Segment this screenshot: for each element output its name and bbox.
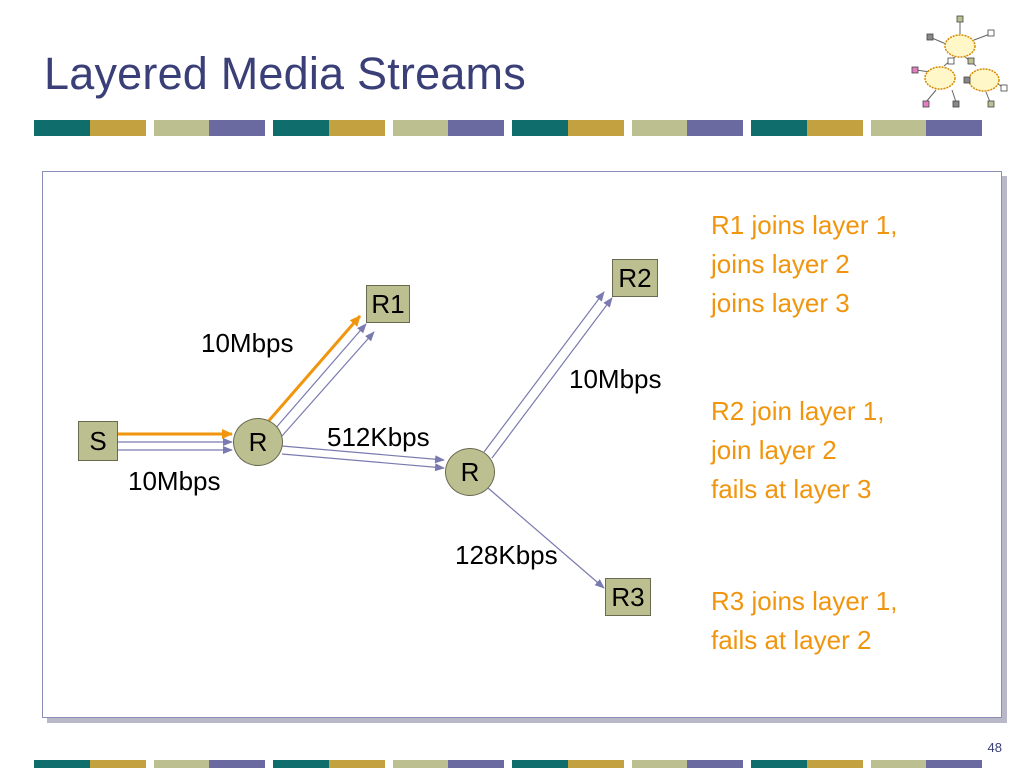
note-r2-line: fails at layer 3: [711, 474, 872, 504]
link-r-r-layer2: [281, 453, 445, 472]
slide-title: Layered Media Streams: [44, 48, 526, 99]
note-r1-line: joins layer 3: [711, 288, 850, 318]
receiver-r1-node: R1: [366, 285, 410, 323]
note-r2: R2 join layer 1, join layer 2 fails at l…: [711, 392, 884, 509]
note-r1-line: R1 joins layer 1,: [711, 210, 898, 240]
link-r-r1-layer2: [273, 323, 367, 431]
page-number: 48: [987, 740, 1002, 755]
note-r1: R1 joins layer 1, joins layer 2 joins la…: [711, 206, 897, 323]
link-r-r1-layer3: [281, 331, 375, 437]
link-r-r2-layer2: [491, 297, 613, 459]
header-decor-bar: [34, 120, 983, 136]
footer-decor-bar: [34, 760, 983, 768]
receiver-r2-node: R2: [612, 259, 658, 297]
receiver-r3-node: R3: [605, 578, 651, 616]
link-label-r-r1: 10Mbps: [201, 328, 294, 358]
note-r2-line: R2 join layer 1,: [711, 396, 885, 426]
network-clouds-logo-icon: [911, 15, 1008, 108]
link-label-s-r: 10Mbps: [128, 466, 221, 496]
note-r1-line: joins layer 2: [711, 249, 850, 279]
link-label-r-r: 512Kbps: [327, 422, 430, 452]
router-node-1: R: [233, 418, 283, 466]
link-label-r-r2: 10Mbps: [569, 364, 662, 394]
link-label-r-r3: 128Kbps: [455, 540, 558, 570]
note-r2-line: join layer 2: [711, 435, 837, 465]
source-node: S: [78, 421, 118, 461]
link-r-r3-layer1: [487, 487, 605, 589]
note-r3-line: fails at layer 2: [711, 625, 872, 655]
diagram-panel: [42, 171, 1002, 718]
router-node-2: R: [445, 448, 495, 496]
link-r-r-layer1: [281, 445, 445, 464]
note-r3-line: R3 joins layer 1,: [711, 586, 898, 616]
note-r3: R3 joins layer 1, fails at layer 2: [711, 582, 897, 660]
link-r-r2-layer1: [483, 291, 605, 453]
link-r-r1-layer1: [264, 315, 362, 425]
